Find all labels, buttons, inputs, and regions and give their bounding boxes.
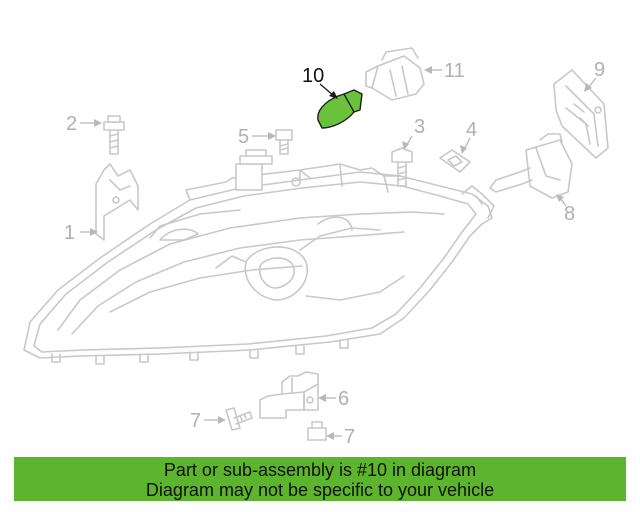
callout-6: 6 bbox=[338, 388, 349, 410]
screw-part-7b bbox=[307, 421, 327, 441]
callout-8: 8 bbox=[564, 203, 575, 225]
callout-7a: 7 bbox=[190, 410, 201, 432]
clip-nut-part-4 bbox=[439, 149, 471, 173]
bolt-part-3 bbox=[391, 147, 413, 187]
banner-line-1: Part or sub-assembly is #10 in diagram bbox=[163, 460, 477, 480]
module-part-9 bbox=[553, 69, 609, 159]
screw-part-5 bbox=[275, 129, 293, 155]
callout-4: 4 bbox=[466, 119, 477, 141]
callout-lines bbox=[80, 66, 597, 440]
headlamp-assembly bbox=[23, 149, 495, 365]
screw-part-2 bbox=[103, 115, 125, 155]
callout-11: 11 bbox=[444, 60, 465, 82]
callout-7b: 7 bbox=[344, 426, 355, 448]
info-banner: Part or sub-assembly is #10 in diagram D… bbox=[14, 457, 626, 501]
callout-3: 3 bbox=[414, 116, 425, 138]
banner-line-2: Diagram may not be specific to your vehi… bbox=[145, 480, 495, 500]
callout-10: 10 bbox=[302, 65, 324, 87]
bulb-part-10-highlighted bbox=[317, 89, 363, 129]
socket-part-11 bbox=[365, 47, 425, 101]
screw-part-7a bbox=[225, 407, 253, 431]
callout-1: 1 bbox=[64, 222, 75, 244]
callout-9: 9 bbox=[594, 59, 605, 81]
callout-5: 5 bbox=[238, 126, 249, 148]
bulb-part-8 bbox=[489, 133, 573, 199]
callout-2: 2 bbox=[66, 113, 77, 135]
bracket-part-6 bbox=[259, 371, 319, 419]
